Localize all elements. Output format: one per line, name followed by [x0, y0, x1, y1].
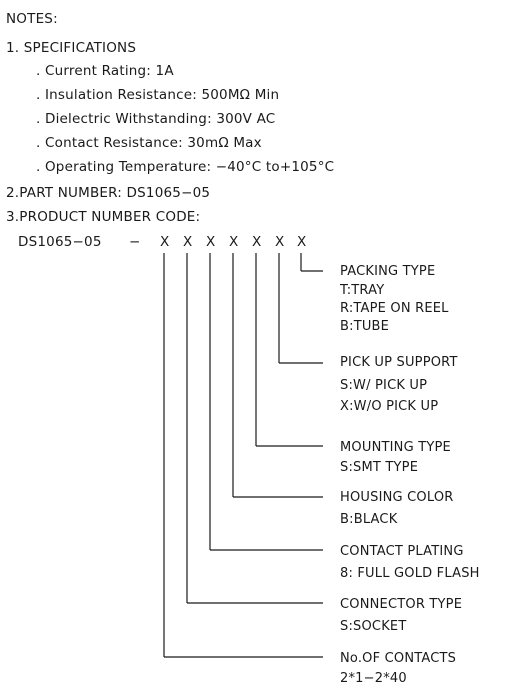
spec-operating-temperature: . Operating Temperature: −40°C to+105°C: [36, 159, 335, 175]
field-pickup-support-title: PICK UP SUPPORT: [340, 355, 458, 370]
code-placeholder-1: X: [160, 234, 170, 250]
code-placeholder-3: X: [206, 234, 216, 250]
spec-dielectric-withstanding: . Dielectric Withstanding: 300V AC: [36, 111, 276, 127]
product-code-dash: −: [129, 234, 141, 250]
spec-contact-resistance: . Contact Resistance: 30mΩ Max: [36, 135, 262, 151]
code-placeholder-6: X: [275, 234, 285, 250]
field-contact-plating-option-1: 8: FULL GOLD FLASH: [340, 566, 480, 581]
field-contact-plating-title: CONTACT PLATING: [340, 544, 464, 559]
spec-insulation-resistance: . Insulation Resistance: 500MΩ Min: [36, 87, 280, 103]
field-contacts-count-title: No.OF CONTACTS: [340, 651, 457, 666]
spec-current-rating: . Current Rating: 1A: [36, 63, 174, 79]
field-connector-type-option-1: S:SOCKET: [340, 619, 407, 634]
field-housing-color-title: HOUSING COLOR: [340, 490, 454, 505]
field-contacts-count-option-1: 2*1−2*40: [340, 671, 407, 686]
field-connector-type-title: CONNECTOR TYPE: [340, 597, 463, 612]
field-packing-type-title: PACKING TYPE: [340, 264, 436, 279]
field-packing-type-option-1: T:TRAY: [340, 283, 385, 298]
field-pickup-support-option-1: S:W/ PICK UP: [340, 378, 428, 393]
code-placeholder-7: X: [297, 234, 307, 250]
field-housing-color-option-1: B:BLACK: [340, 512, 398, 527]
field-packing-type-option-2: R:TAPE ON REEL: [340, 301, 449, 316]
code-placeholder-4: X: [229, 234, 239, 250]
notes-heading: NOTES:: [6, 11, 58, 27]
field-packing-type-option-3: B:TUBE: [340, 319, 390, 334]
part-number: 2.PART NUMBER: DS1065−05: [6, 185, 211, 201]
field-pickup-support-option-2: X:W/O PICK UP: [340, 399, 439, 414]
product-code-heading: 3.PRODUCT NUMBER CODE:: [6, 209, 201, 225]
product-code-prefix: DS1065−05: [18, 234, 102, 250]
code-placeholder-5: X: [252, 234, 262, 250]
field-mounting-type-title: MOUNTING TYPE: [340, 440, 451, 455]
specifications-heading: 1. SPECIFICATIONS: [6, 40, 137, 56]
field-mounting-type-option-1: S:SMT TYPE: [340, 460, 419, 475]
code-placeholder-2: X: [183, 234, 193, 250]
